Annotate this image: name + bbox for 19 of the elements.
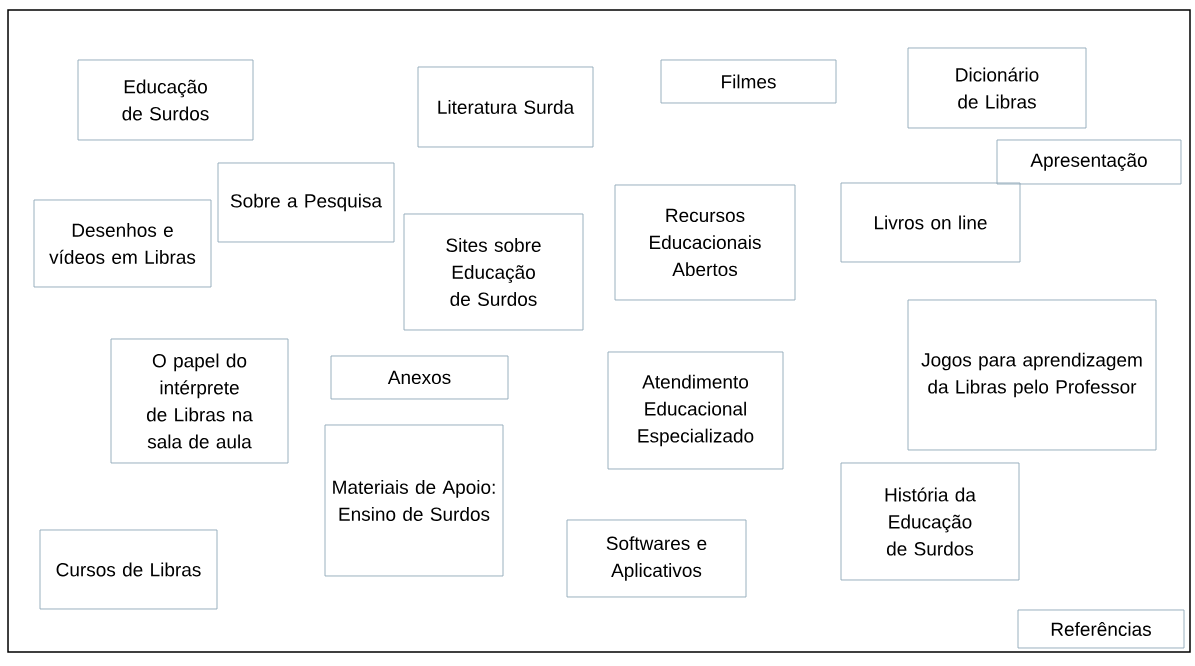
menu-box: Livros on line <box>840 182 1021 263</box>
menu-box: Filmes <box>660 59 837 104</box>
menu-box: Apresentação <box>996 139 1182 185</box>
menu-box: Materiais de Apoio: Ensino de Surdos <box>324 424 504 577</box>
menu-box: Recursos Educacionais Abertos <box>614 184 796 301</box>
menu-box: Cursos de Libras <box>39 529 218 610</box>
menu-box: Atendimento Educacional Especializado <box>607 351 784 470</box>
menu-box: Softwares e Aplicativos <box>566 519 747 598</box>
menu-box: Educação de Surdos <box>77 59 254 141</box>
menu-box: Desenhos e vídeos em Libras <box>33 199 212 288</box>
menu-box: Sobre a Pesquisa <box>217 162 395 243</box>
menu-box: Dicionário de Libras <box>907 47 1087 129</box>
menu-box: Referências <box>1017 609 1185 649</box>
menu-box: Sites sobre Educação de Surdos <box>403 213 584 331</box>
menu-box: História da Educação de Surdos <box>840 462 1020 581</box>
menu-box: Literatura Surda <box>417 66 594 148</box>
menu-box: Jogos para aprendizagem da Libras pelo Professor <box>907 299 1157 451</box>
menu-box: Anexos <box>330 355 509 400</box>
menu-box: O papel do intérprete de Libras na sala de aula <box>110 338 289 464</box>
